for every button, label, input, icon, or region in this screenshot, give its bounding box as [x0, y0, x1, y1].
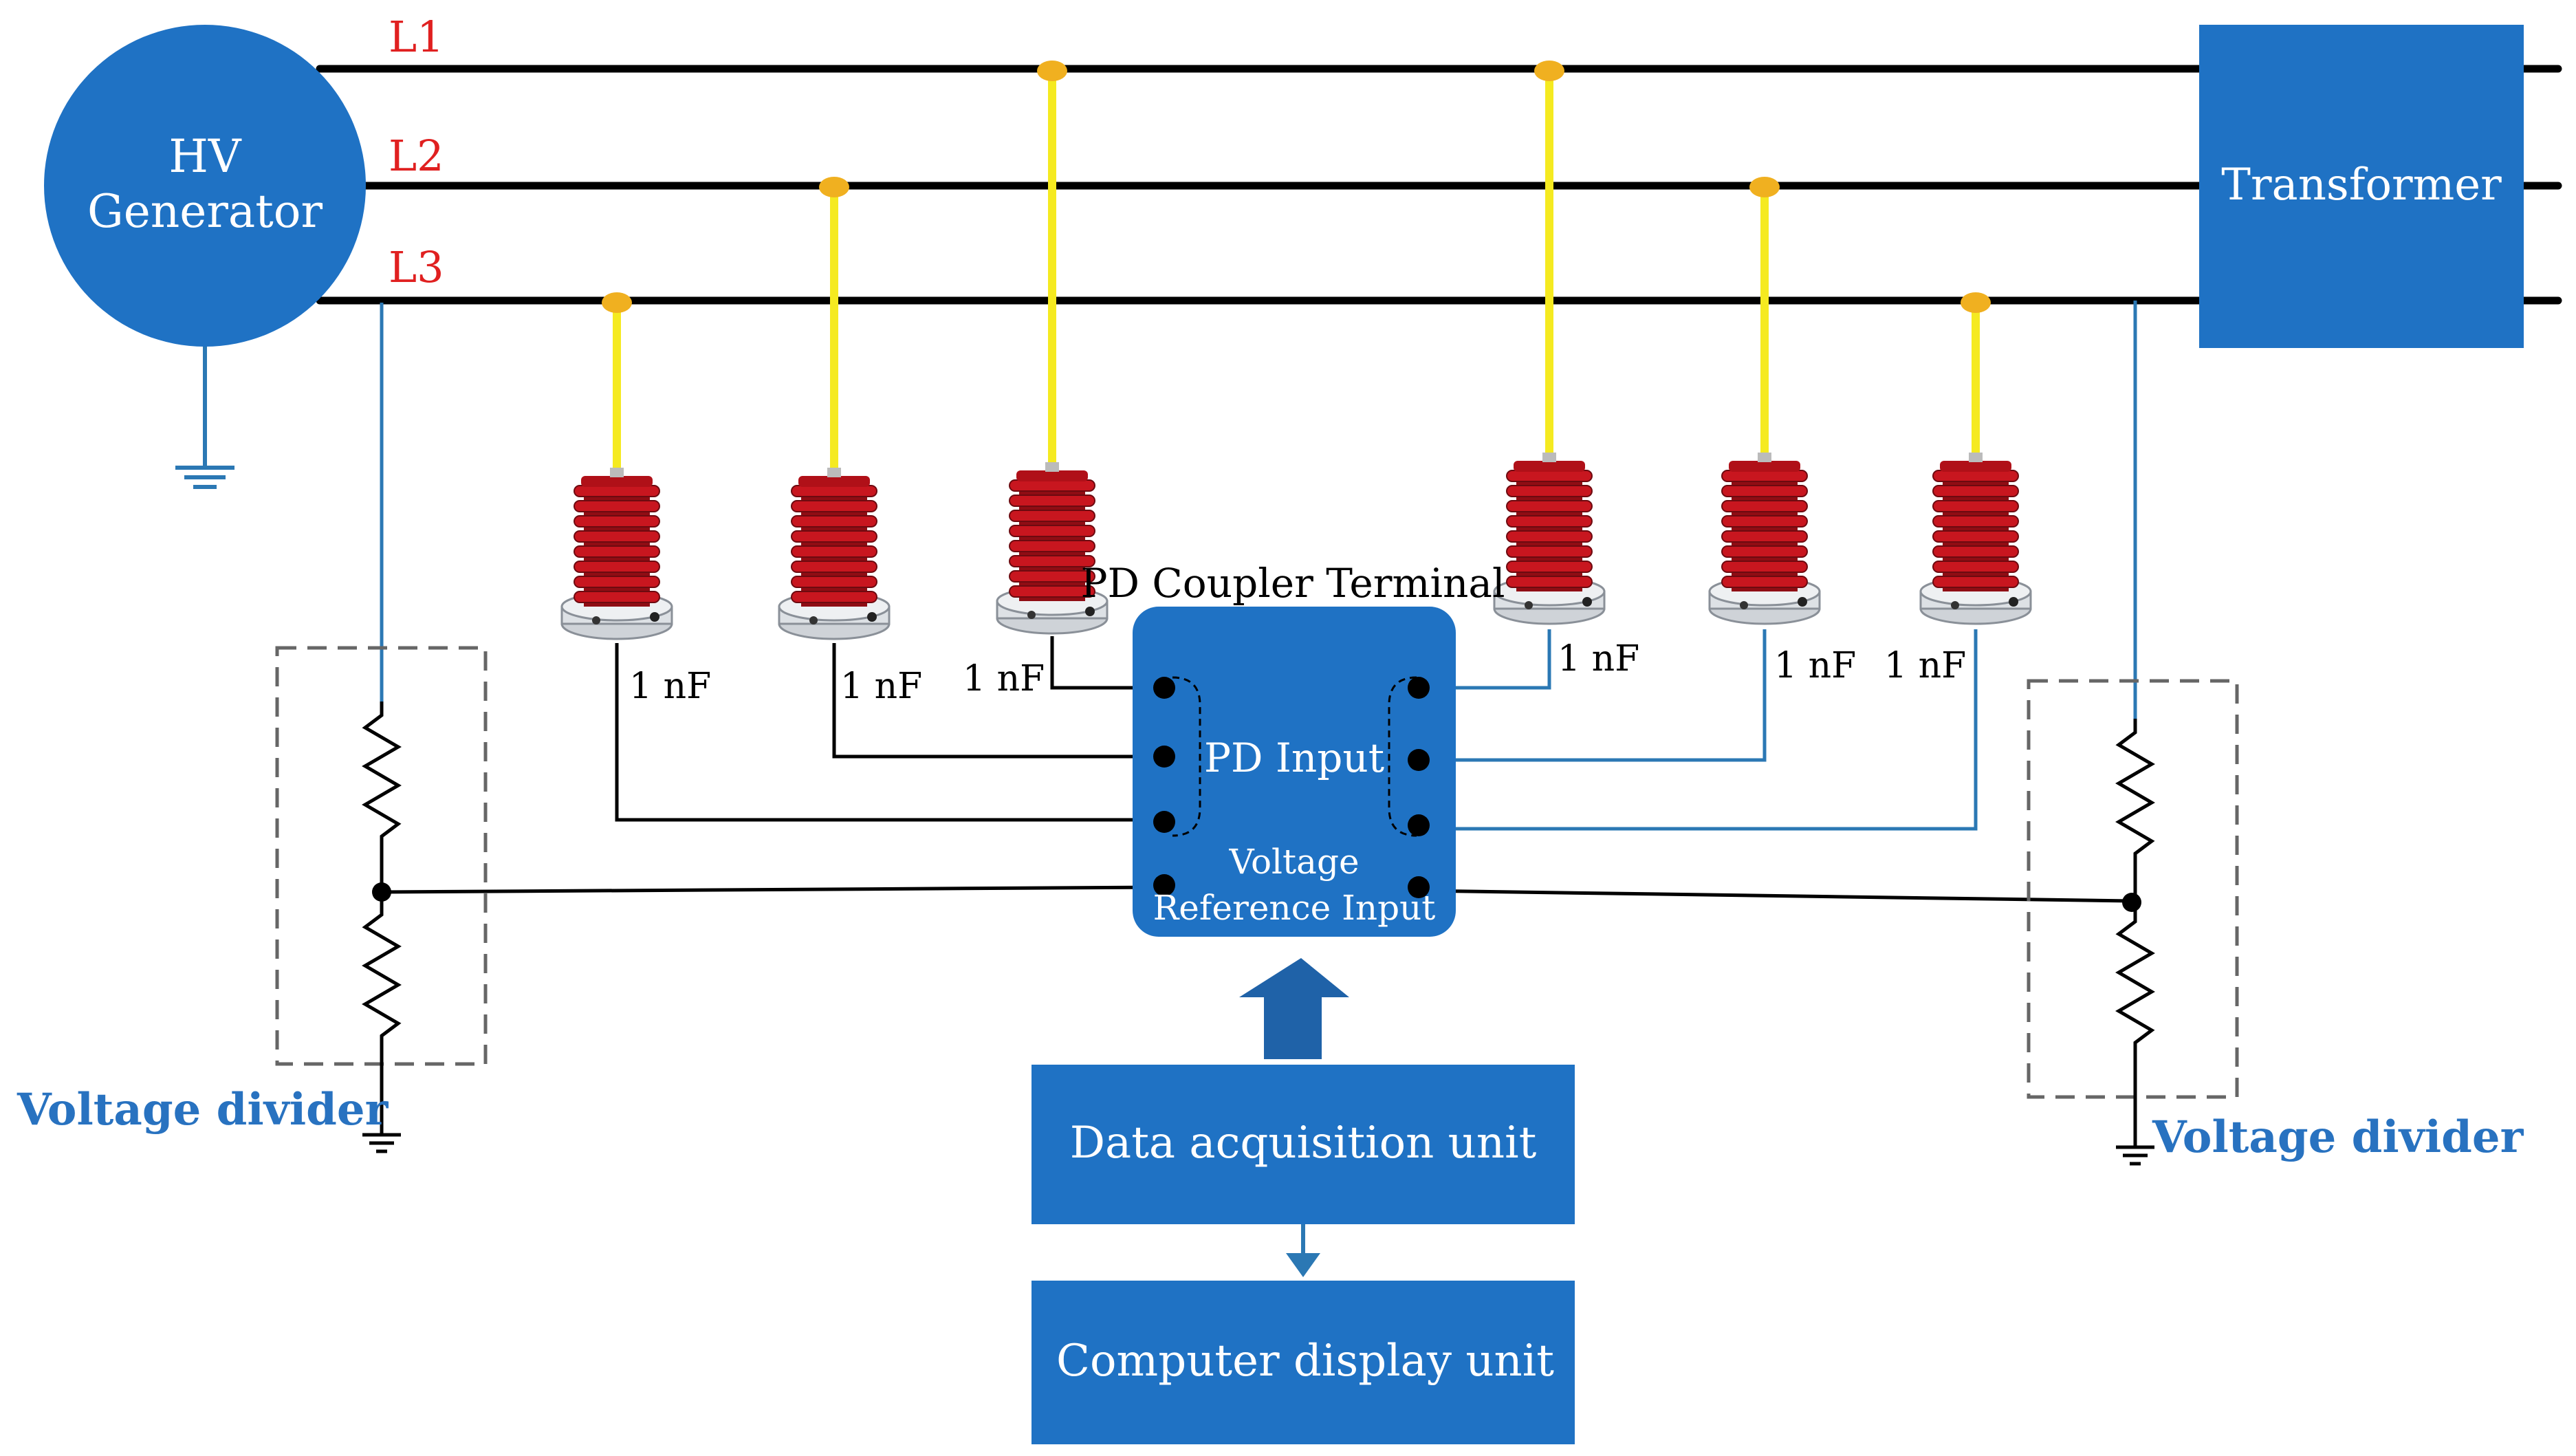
transformer-label: Transformer [2221, 160, 2502, 210]
resistor-right-lower [2119, 908, 2152, 1056]
voltage-divider-right-label: Voltage divider [2152, 1111, 2524, 1163]
up-arrow-icon [1239, 958, 1349, 1059]
coupler-capacitor-5 [1708, 451, 1821, 625]
voltage-divider-right [2027, 301, 2239, 1164]
generator-label-line2: Generator [87, 185, 323, 238]
capacitance-label-6: 1 nF [1884, 645, 1966, 686]
voltage-divider-left [275, 303, 488, 1151]
coupler-capacitor-6 [1919, 451, 2032, 625]
voltage-ref-label-line1: Voltage [1228, 842, 1359, 882]
coupler-capacitor-1 [560, 466, 673, 640]
coupler-capacitor-4 [1493, 451, 1606, 625]
transformer: Transformer [2199, 25, 2524, 348]
display-label: Computer display unit [1056, 1336, 1554, 1387]
voltage-ref-label-line2: Reference Input [1153, 888, 1436, 928]
resistor-left-upper [365, 702, 398, 850]
generator-circle [44, 25, 366, 347]
generator-label-line1: HV [168, 130, 242, 183]
coupler-capacitor-3 [996, 461, 1109, 635]
display-box [1032, 1281, 1575, 1444]
signal-wires-left [615, 636, 1162, 822]
voltage-reference-wires [381, 885, 2132, 903]
pd-input-label: PD Input [1204, 735, 1384, 781]
capacitance-labels: 1 nF 1 nF 1 nF 1 nF 1 nF 1 nF [629, 638, 1966, 707]
hv-generator: HV Generator [44, 25, 366, 489]
voltage-divider-left-label: Voltage divider [17, 1084, 389, 1136]
capacitance-label-1: 1 nF [629, 666, 711, 707]
coupler-feeders [613, 71, 1980, 473]
signal-wires-right [1420, 629, 1978, 831]
computer-display-unit: Computer display unit [1032, 1281, 1575, 1444]
coupler-capacitor-2 [778, 466, 891, 640]
transformer-box [2199, 25, 2524, 348]
resistor-left-lower [365, 901, 398, 1050]
generator-ground-icon [175, 466, 234, 489]
terminal-box [1133, 607, 1456, 937]
line-label-l1: L1 [389, 12, 444, 62]
capacitance-label-4: 1 nF [1558, 638, 1639, 680]
resistor-right-upper [2119, 719, 2152, 867]
daq-label: Data acquisition unit [1070, 1118, 1537, 1169]
terminal-ports [1153, 677, 1430, 898]
pd-coupler-terminal: PD Coupler Terminal PD Input Voltage Ref… [1080, 560, 1505, 937]
line-label-l2: L2 [389, 131, 444, 181]
ground-left-icon [362, 1135, 401, 1151]
terminal-title: PD Coupler Terminal [1080, 560, 1505, 607]
capacitance-label-3: 1 nF [963, 658, 1045, 699]
bus-taps [602, 61, 1991, 313]
ground-right-icon [2116, 1147, 2154, 1164]
busbars [316, 65, 2562, 305]
down-arrow-icon [1286, 1224, 1320, 1277]
data-acquisition-unit: Data acquisition unit [1032, 1065, 1575, 1224]
daq-box [1032, 1065, 1575, 1224]
line-label-l3: L3 [389, 242, 444, 292]
junction-right [2122, 893, 2141, 912]
capacitance-label-5: 1 nF [1774, 645, 1856, 686]
capacitance-label-2: 1 nF [840, 666, 922, 707]
